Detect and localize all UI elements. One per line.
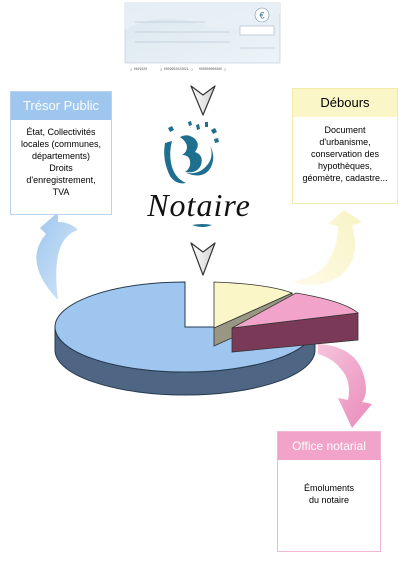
debours-line: conservation des <box>310 149 380 159</box>
debours-box: Débours Document d'urbanisme, conservati… <box>292 88 398 204</box>
office-notarial-box: Office notarial Émoluments du notaire <box>277 431 381 552</box>
tresor-public-box: Trésor Public État, Collectivités locale… <box>10 91 112 215</box>
notaire-wordmark: Notaire <box>146 187 251 223</box>
curved-arrow-pink-icon <box>318 344 372 428</box>
office-notarial-title: Office notarial <box>278 432 380 460</box>
debours-line: hypothèques, <box>317 161 373 171</box>
arrow-down-icon <box>190 85 216 116</box>
tresor-public-title: Trésor Public <box>11 92 111 120</box>
tresor-public-description: État, Collectivités locales (communes, d… <box>11 120 111 198</box>
tresor-public-line: TVA <box>52 187 70 197</box>
tresor-public-line: d'enregistrement, <box>26 175 96 185</box>
tresor-public-line: locales (communes, <box>20 139 102 149</box>
debours-line: Document <box>324 125 366 135</box>
cheque-codeline-part: 000000000980 ❑ <box>199 67 226 71</box>
notaire-logo-accent <box>192 224 212 227</box>
cheque-image: € <box>124 2 281 64</box>
cheque-codeline-part: ❑ 0829320 <box>130 67 147 71</box>
arrow-down-icon <box>190 242 216 276</box>
pie-chart-3d <box>54 281 359 396</box>
debours-description: Document d'urbanisme, conservation des h… <box>293 117 397 184</box>
cheque-codeline-part: ❑ 0009902923021 ❑ <box>160 67 193 71</box>
tresor-public-line: État, Collectivités <box>26 127 96 137</box>
cheque-currency-symbol: € <box>259 11 264 21</box>
tresor-public-line: départements) <box>31 151 91 161</box>
debours-line: géomètre, cadastre... <box>302 173 388 183</box>
debours-title: Débours <box>293 89 397 117</box>
notaire-emblem-icon <box>164 121 219 184</box>
cheque-codeline: ❑ 0829320 ❑ 0009902923021 ❑ 000000000980… <box>130 67 226 71</box>
tresor-public-line: Droits <box>49 163 73 173</box>
office-notarial-line: du notaire <box>308 495 350 505</box>
debours-line: d'urbanisme, <box>319 137 371 147</box>
notaire-logo: Notaire <box>146 121 251 227</box>
office-notarial-description: Émoluments du notaire <box>278 460 380 506</box>
pie-slice-pink <box>231 292 359 353</box>
curved-arrow-cream-icon <box>292 210 362 285</box>
office-notarial-line: Émoluments <box>303 483 355 493</box>
curved-arrow-blue-icon <box>36 212 78 300</box>
